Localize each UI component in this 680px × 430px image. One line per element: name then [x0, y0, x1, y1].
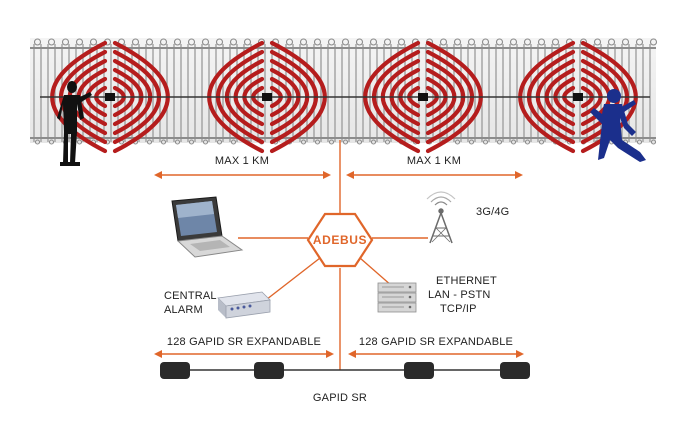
adebus-hub [306, 212, 374, 268]
distance-arrow-right [346, 171, 523, 179]
hub-label: ADEBUS [312, 233, 368, 247]
alarm-panel-icon [217, 291, 271, 319]
central-alarm-line-2: ALARM [164, 304, 203, 316]
network-line-1: ETHERNET [436, 275, 497, 287]
sensor-bus-label: GAPID SR [312, 392, 368, 404]
hub-links [238, 237, 428, 304]
central-alarm-label: CENTRAL ALARM [164, 289, 224, 317]
server-icon [377, 282, 417, 313]
expansion-label-left: 128 GAPID SR EXPANDABLE [166, 336, 322, 348]
sensor-icon [160, 362, 530, 379]
expansion-label-right: 128 GAPID SR EXPANDABLE [358, 336, 514, 348]
central-alarm-line-1: CENTRAL [164, 290, 217, 302]
guard-icon [57, 81, 92, 166]
cellular-label: 3G/4G [476, 206, 510, 218]
antenna-icon [426, 191, 456, 244]
intruder-icon [590, 89, 646, 162]
expansion-arrow-right [348, 350, 524, 358]
expansion-arrow-left [154, 350, 334, 358]
distance-arrow-left [154, 171, 331, 179]
distance-label-right: MAX 1 KM [406, 155, 462, 167]
distance-label-left: MAX 1 KM [214, 155, 270, 167]
network-label: ETHERNET LAN - PSTN TCP/IP [428, 274, 518, 316]
fence-nodes [105, 93, 583, 101]
network-line-3: TCP/IP [440, 303, 477, 315]
laptop-icon [171, 196, 244, 258]
network-line-2: LAN - PSTN [428, 289, 491, 301]
